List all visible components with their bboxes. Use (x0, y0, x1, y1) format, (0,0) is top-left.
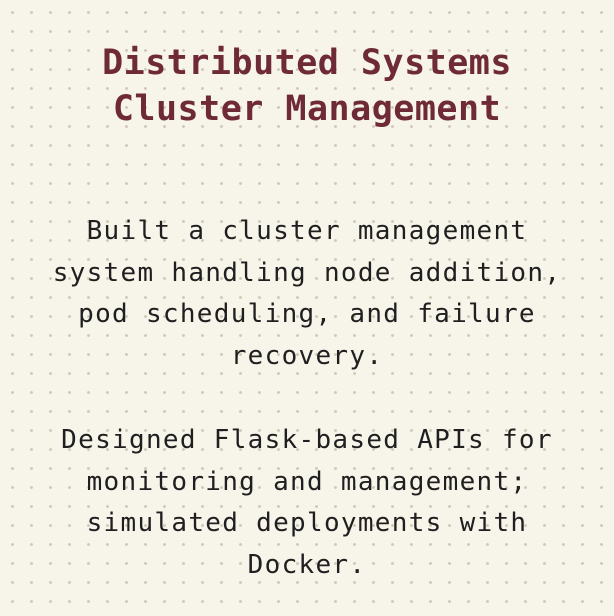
details-line: Designed Flask-based APIs for (61, 425, 553, 455)
description-line: recovery. (230, 341, 384, 372)
details-line: Docker. (247, 550, 367, 581)
project-description-paragraph: Built a cluster management system handli… (0, 211, 614, 378)
description-line: Built a cluster management (86, 216, 528, 246)
project-details-paragraph: Designed Flask-based APIs for monitoring… (0, 420, 614, 587)
project-title-line: Cluster Management (112, 89, 502, 129)
details-line: monitoring and management; (86, 466, 528, 497)
description-line: system handling node addition, (52, 257, 562, 288)
project-title-line: Distributed Systems (102, 43, 512, 83)
details-line: simulated deployments with (86, 508, 528, 539)
project-title: Distributed Systems Cluster Management (0, 40, 614, 132)
description-line: pod scheduling, and failure (78, 299, 536, 330)
